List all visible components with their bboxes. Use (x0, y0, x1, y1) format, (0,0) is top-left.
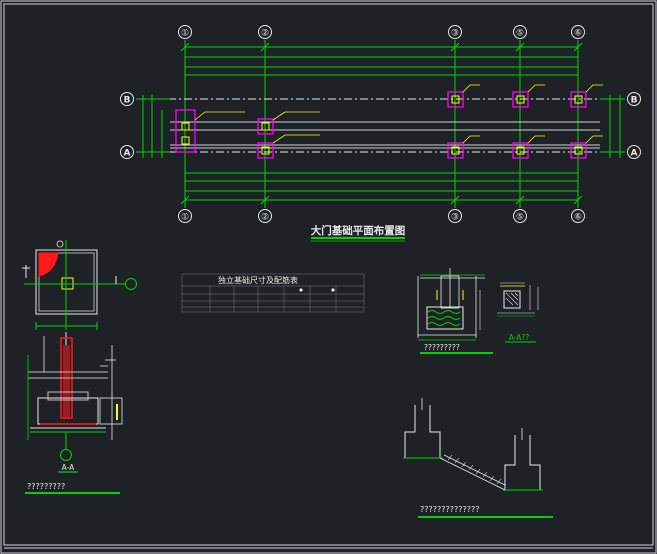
row-right-b: B (631, 96, 638, 106)
footing-6b (570, 84, 603, 159)
plan-title: 大门基础平面布置图 (311, 224, 406, 237)
axis-bottom-5: ⑤ (516, 213, 524, 223)
caption-mid: ????????? (424, 343, 460, 352)
axis-bottom-6: ⑥ (574, 213, 582, 223)
detail-label: A-A?? (509, 333, 530, 342)
wall-detail: ????????? (417, 268, 493, 354)
footing-1a (175, 109, 245, 153)
axis-top-5: ⑤ (516, 29, 524, 39)
foundation-plan: ① ② ③ ⑤ ⑥ ① ② ③ ⑤ ⑥ B A B A 大门基础平面布置图 (120, 25, 641, 242)
caption-left: ????????? (27, 482, 65, 491)
step-foundation-section: ?????????????? (403, 398, 553, 518)
axis-top-2: ② (261, 29, 269, 39)
row-right-a: A (631, 149, 638, 159)
footing-5b (512, 84, 545, 159)
axis-bottom-1: ① (181, 213, 189, 223)
footing-3b (447, 84, 480, 159)
caption-right: ?????????????? (420, 505, 479, 514)
section-a-a: A-A ????????? (25, 332, 123, 494)
table-title: 独立基础尺寸及配筋表 (218, 275, 298, 285)
row-left-a: A (124, 149, 131, 159)
inner-frame (3, 3, 654, 546)
row-left-b: B (124, 96, 131, 106)
axis-top-3: ③ (451, 29, 459, 39)
axis-bottom-3: ③ (451, 213, 459, 223)
axis-bottom-2: ② (261, 213, 269, 223)
footing-2a (257, 111, 320, 159)
footing-detail-plan (22, 240, 137, 330)
section-label: A-A (62, 463, 76, 472)
axis-top-6: ⑥ (574, 29, 582, 39)
footing-schedule-table: 独立基础尺寸及配筋表 (181, 273, 365, 313)
axis-top-1: ① (181, 29, 189, 39)
small-detail: A-A?? (497, 282, 539, 343)
